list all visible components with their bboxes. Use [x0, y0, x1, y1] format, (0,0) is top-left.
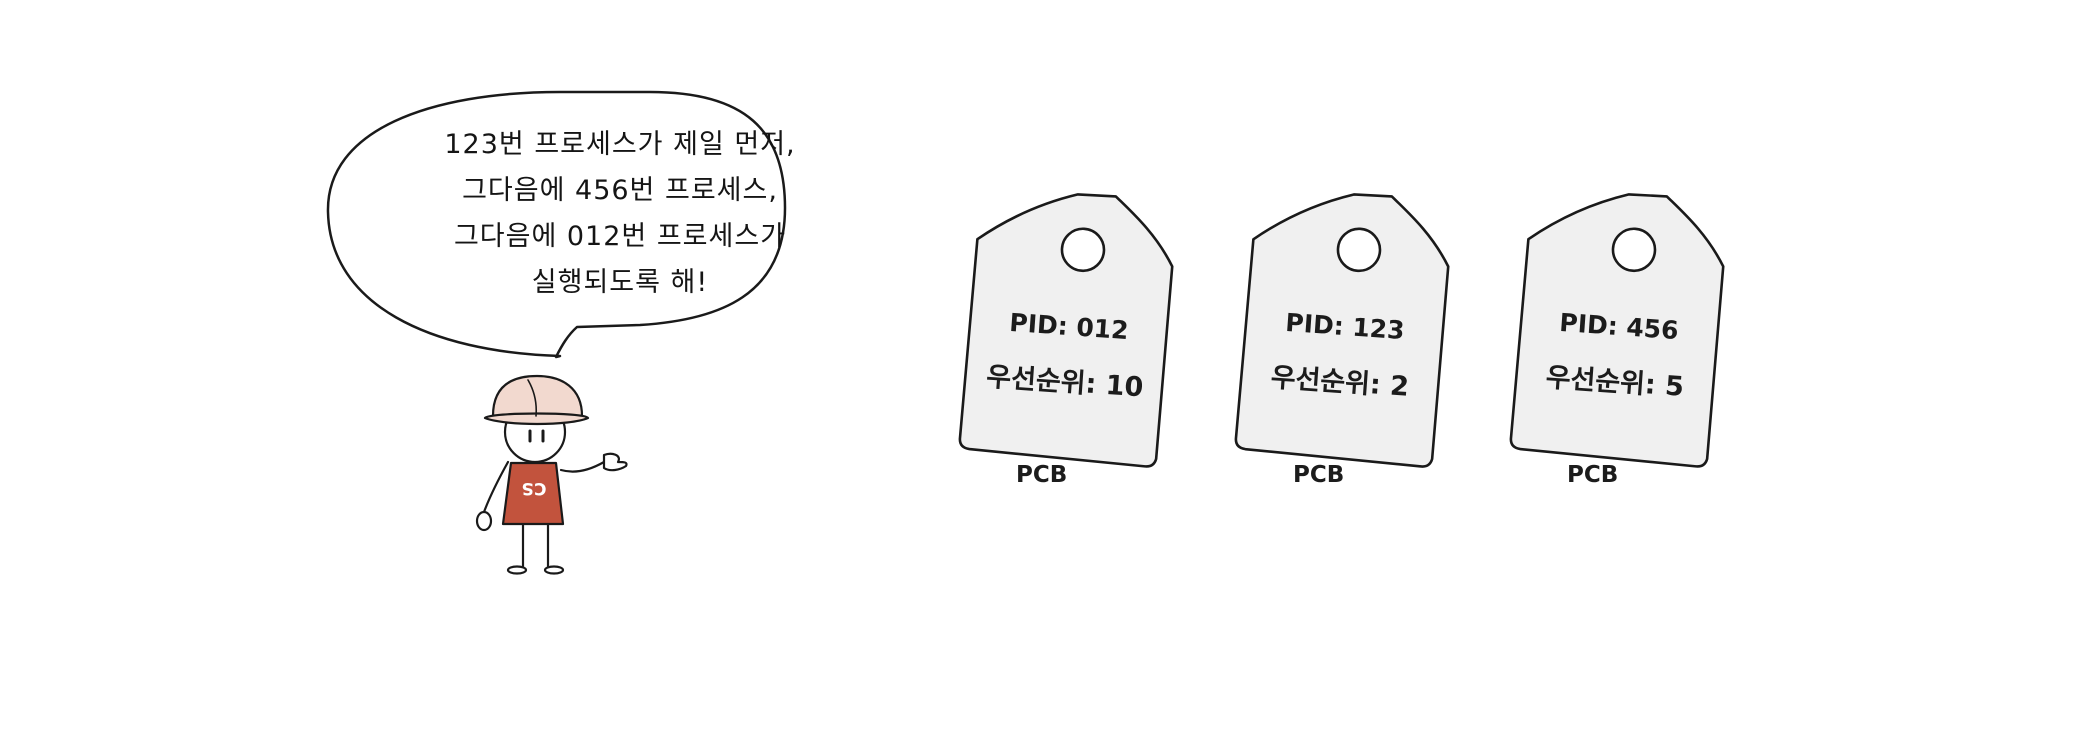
pcb-tag-2-shape — [1234, 193, 1450, 468]
helmet — [491, 374, 584, 418]
speech-line-3: 그다음에 012번 프로세스가 — [453, 221, 787, 252]
speech-line-4: 실행되도록 해! — [531, 267, 709, 298]
left-foot — [506, 565, 528, 575]
tag-1-pcb-label: PCB — [1016, 462, 1068, 488]
tag-3-pcb-label: PCB — [1567, 462, 1619, 488]
speech-bubble-text: 123번 프로세스가 제일 먼저, 그다음에 456번 프로세스, 그다음에 0… — [330, 122, 910, 306]
right-foot — [543, 565, 565, 575]
worker-character — [475, 374, 628, 575]
pointing-hand — [602, 452, 628, 472]
helmet-ridge — [527, 379, 538, 417]
helmet-brim — [483, 412, 590, 426]
shirt-logo: CS — [521, 478, 547, 498]
tag-2-pcb-label: PCB — [1293, 462, 1345, 488]
shirt — [501, 461, 565, 526]
left-hand — [475, 510, 493, 532]
speech-bubble — [326, 90, 787, 359]
speech-line-2: 그다음에 456번 프로세스, — [462, 175, 778, 206]
right-arm — [559, 460, 606, 473]
left-arm — [482, 460, 510, 514]
pcb-tag-3-shape — [1509, 193, 1725, 468]
pcb-tag-1-shape — [958, 193, 1174, 468]
speech-line-1: 123번 프로세스가 제일 먼저, — [444, 129, 796, 160]
